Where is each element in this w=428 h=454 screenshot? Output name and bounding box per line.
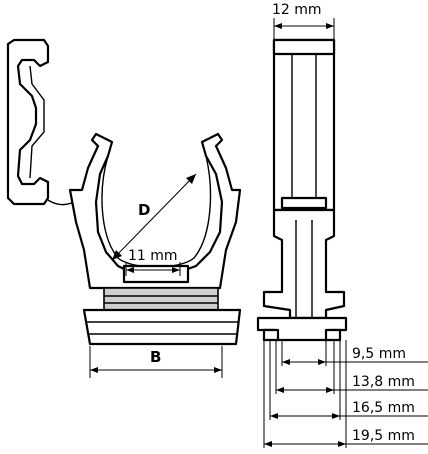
base-width-dimension: B — [89, 346, 223, 378]
dimension-label-1: 9,5 mm — [352, 346, 406, 362]
dimension-label-3: 16,5 mm — [352, 400, 415, 416]
diameter-label: D — [138, 201, 150, 219]
clip-width-dimension: 12 mm — [272, 2, 335, 40]
diameter-dimension: D — [111, 173, 197, 261]
inner-width-dimension: 11 mm — [125, 248, 181, 276]
mounting-rail-profile — [6, 38, 81, 206]
base-width-label: B — [150, 348, 161, 366]
base-dimensions: 9,5 mm 13,8 mm 16,5 mm 19,5 mm — [263, 340, 428, 448]
clip-width-label: 12 mm — [272, 2, 322, 18]
pipe-clip-front-view — [68, 132, 242, 346]
dimension-label-2: 13,8 mm — [352, 374, 415, 390]
inner-width-label: 11 mm — [128, 248, 178, 264]
pipe-clip-side-view — [256, 38, 348, 342]
dimension-label-4: 19,5 mm — [352, 428, 415, 444]
